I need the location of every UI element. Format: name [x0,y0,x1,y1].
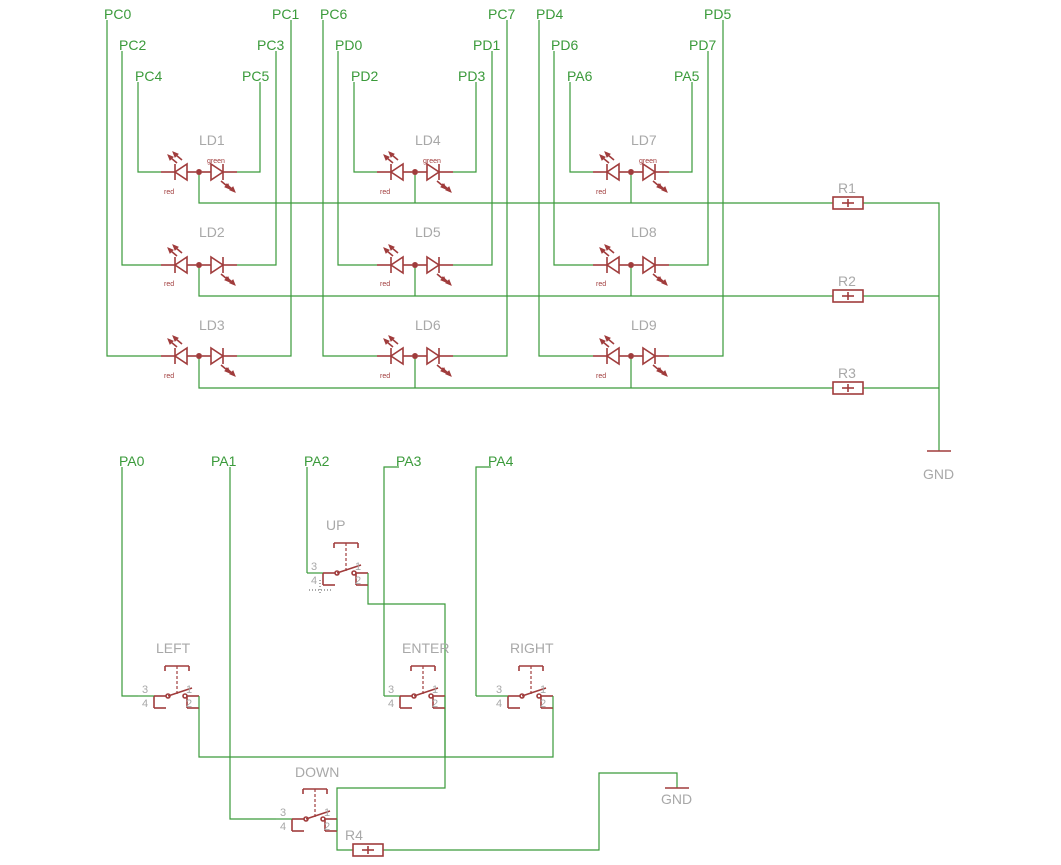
net-label-pc3: PC3 [257,37,284,53]
led-ld2: LD2 red [160,224,238,288]
net-label-pa2: PA2 [304,453,330,469]
led-ld4-label: LD4 [415,132,441,148]
button-up-label: UP [326,517,345,533]
net-label-pa5: PA5 [674,68,700,84]
button-enter: ENTER 3 4 1 2 [384,640,449,710]
led-ld1-label: LD1 [199,132,225,148]
led-ld3-red: red [164,373,174,380]
net-label-pd5: PD5 [704,6,731,22]
svg-text:1: 1 [355,561,361,573]
button-left: LEFT 3 4 1 2 [138,640,200,710]
svg-text:2: 2 [432,698,438,710]
resistor-r3: R3 [832,365,864,395]
led-ld1-green: green [207,158,225,165]
button-down-label: DOWN [295,764,339,780]
resistor-r4-label: R4 [345,827,363,843]
led-ld8-label: LD8 [631,224,657,240]
button-right: RIGHT 3 4 1 2 [476,640,554,710]
net-label-pc6: PC6 [320,6,347,22]
button-left-label: LEFT [156,640,191,656]
net-label-pc4: PC4 [135,68,162,84]
net-label-pc5: PC5 [242,68,269,84]
net-label-pa3: PA3 [396,453,422,469]
led-ld4-red: red [380,189,390,196]
svg-text:1: 1 [540,684,546,696]
svg-text:4: 4 [142,698,148,710]
net-label-pd3: PD3 [458,68,485,84]
led-ld2-red: red [164,281,174,288]
svg-text:3: 3 [280,807,286,819]
net-label-pc7: PC7 [488,6,515,22]
net-label-pa6: PA6 [567,68,593,84]
net-labels: PC0 PC1 PC2 PC3 PC4 PC5 PC6 PC7 PD0 PD1 … [104,6,731,469]
resistor-r3-label: R3 [838,365,856,381]
net-label-pd0: PD0 [335,37,362,53]
net-label-pc1: PC1 [272,6,299,22]
ground-symbol-main: GND [923,450,954,482]
led-ld7-green: green [639,158,657,165]
svg-text:4: 4 [280,821,286,833]
svg-text:1: 1 [432,684,438,696]
net-label-pa0: PA0 [119,453,145,469]
net-label-pc0: PC0 [104,6,131,22]
svg-text:1: 1 [324,807,330,819]
button-down: DOWN 3 4 1 2 [276,764,339,833]
resistor-r2-label: R2 [838,273,856,289]
led-ld9: LD9 red [592,317,670,380]
svg-text:4: 4 [311,575,317,587]
svg-text:4: 4 [388,698,394,710]
svg-text:2: 2 [186,698,192,710]
led-ld9-red: red [596,373,606,380]
net-label-pd7: PD7 [689,37,716,53]
net-label-pd1: PD1 [473,37,500,53]
svg-text:3: 3 [496,684,502,696]
resistor-r1: R1 [832,180,864,210]
net-label-pd2: PD2 [351,68,378,84]
button-up: UP 3 4 1 2 [307,517,369,594]
led-ld3-label: LD3 [199,317,225,333]
led-ld5-red: red [380,281,390,288]
svg-text:3: 3 [388,684,394,696]
led-ld4-green: green [423,158,441,165]
led-ld9-label: LD9 [631,317,657,333]
led-ld2-label: LD2 [199,224,225,240]
net-label-pd6: PD6 [551,37,578,53]
resistor-r1-label: R1 [838,180,856,196]
led-ld1-red: red [164,189,174,196]
led-ld6-label: LD6 [415,317,441,333]
led-ld7: LD7 red green [592,132,670,196]
led-ld1: LD1 red green [160,132,238,196]
led-ld5: LD5 red [376,224,454,288]
led-ld4: LD4 red green [376,132,454,196]
svg-text:2: 2 [355,575,361,587]
button-right-label: RIGHT [510,640,554,656]
ground-label-main: GND [923,466,954,482]
led-ld6-red: red [380,373,390,380]
ground-symbol-buttons: GND [661,787,692,807]
led-ld3: LD3 red [160,317,238,380]
resistor-r2: R2 [832,273,864,303]
net-label-pd4: PD4 [536,6,563,22]
svg-text:4: 4 [496,698,502,710]
ground-label-buttons: GND [661,791,692,807]
svg-text:2: 2 [540,698,546,710]
resistor-r4: R4 [345,827,384,857]
net-label-pa1: PA1 [211,453,237,469]
svg-text:2: 2 [324,821,330,833]
led-ld7-label: LD7 [631,132,657,148]
svg-text:3: 3 [142,684,148,696]
led-ld8: LD8 red [592,224,670,288]
button-enter-label: ENTER [402,640,449,656]
svg-text:1: 1 [186,684,192,696]
led-ld5-label: LD5 [415,224,441,240]
net-label-pa4: PA4 [488,453,514,469]
wires [106,20,940,851]
net-label-pc2: PC2 [119,37,146,53]
led-ld7-red: red [596,189,606,196]
svg-text:3: 3 [311,561,317,573]
led-ld6: LD6 red [376,317,454,380]
led-ld8-red: red [596,281,606,288]
